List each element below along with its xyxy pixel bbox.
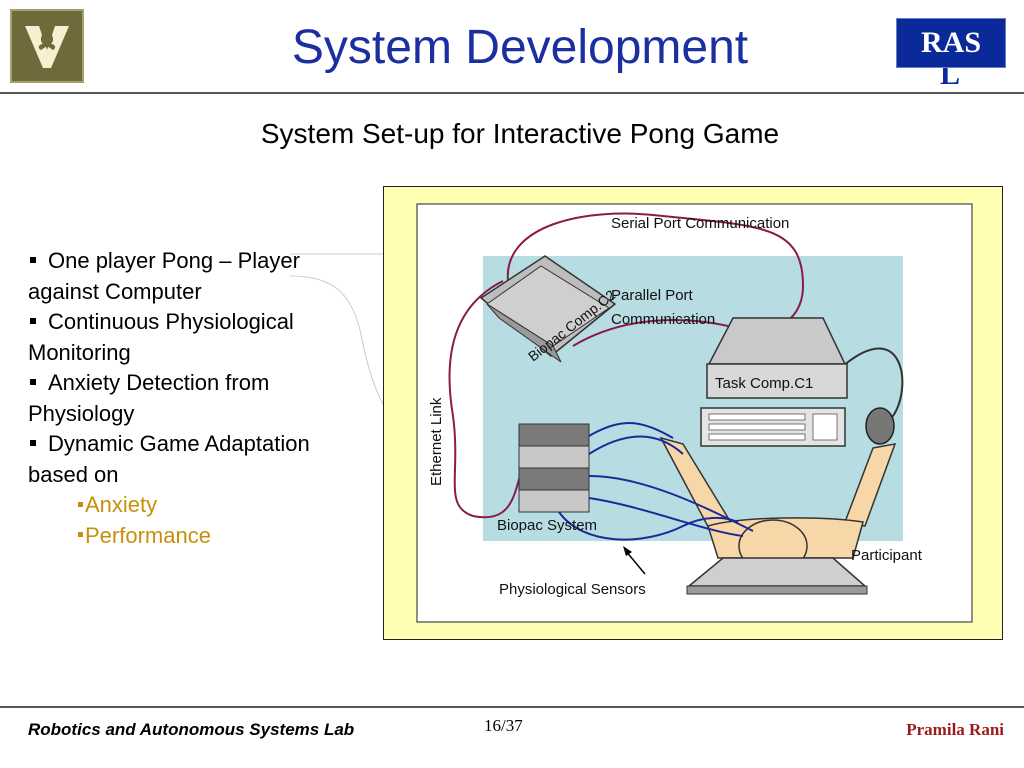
header-divider xyxy=(0,92,1024,94)
callout-lines xyxy=(290,253,386,409)
ethernet-link-label: Ethernet Link xyxy=(428,397,445,486)
oak-leaf-v-icon xyxy=(25,26,69,68)
participant-label: Participant xyxy=(851,547,923,564)
system-setup-diagram: Biopac Comp.C2 Task Comp.C1 Ser xyxy=(383,186,1003,640)
slide-number: 16/37 xyxy=(484,716,523,735)
task-computer-label: Task Comp.C1 xyxy=(715,375,813,392)
keyboard xyxy=(700,407,846,447)
ras-badge-tail: L xyxy=(940,68,961,91)
biopac-system-stack xyxy=(518,423,590,513)
sub-bullet-square-icon xyxy=(78,501,83,507)
participant-figure xyxy=(659,436,897,595)
ethernet-cable xyxy=(448,280,534,519)
biopac-computer xyxy=(479,255,617,363)
bullet-square-icon xyxy=(30,318,36,325)
sensor-lead xyxy=(558,511,739,541)
serial-cable xyxy=(506,212,805,337)
arrowhead-icon xyxy=(623,546,632,556)
task-computer xyxy=(706,317,848,399)
slide-header: System Development RAS L xyxy=(0,0,1024,94)
parallel-cable xyxy=(572,319,729,347)
bullet-square-icon xyxy=(30,440,36,447)
parallel-port-label-line1: Parallel Port xyxy=(611,287,694,304)
serial-port-label: Serial Port Communication xyxy=(611,215,789,232)
footer-author: Pramila Rani xyxy=(906,720,1004,739)
sensor-lead xyxy=(588,435,684,455)
sub-bullet-item: Performance xyxy=(78,521,368,552)
mouse-icon xyxy=(865,407,895,445)
footer-divider xyxy=(0,706,1024,708)
parallel-port-label-line2: Communication xyxy=(611,311,715,328)
footer-lab-name: Robotics and Autonomous Systems Lab xyxy=(28,720,355,739)
sensor-lead xyxy=(588,475,754,532)
bullet-square-icon xyxy=(30,379,36,386)
page-title: System Development xyxy=(291,21,749,74)
sensor-lead xyxy=(588,497,744,537)
sub-bullet-item: Anxiety xyxy=(78,490,368,521)
ras-badge: RAS xyxy=(896,18,1006,68)
sensor-lead xyxy=(588,422,674,439)
biopac-system-label: Biopac System xyxy=(497,517,597,534)
bullet-square-icon xyxy=(30,257,36,264)
physiological-sensors-label: Physiological Sensors xyxy=(499,581,646,598)
sub-bullet-square-icon xyxy=(78,532,83,538)
vanderbilt-logo xyxy=(10,9,84,83)
slide-subtitle: System Set-up for Interactive Pong Game xyxy=(260,118,780,149)
